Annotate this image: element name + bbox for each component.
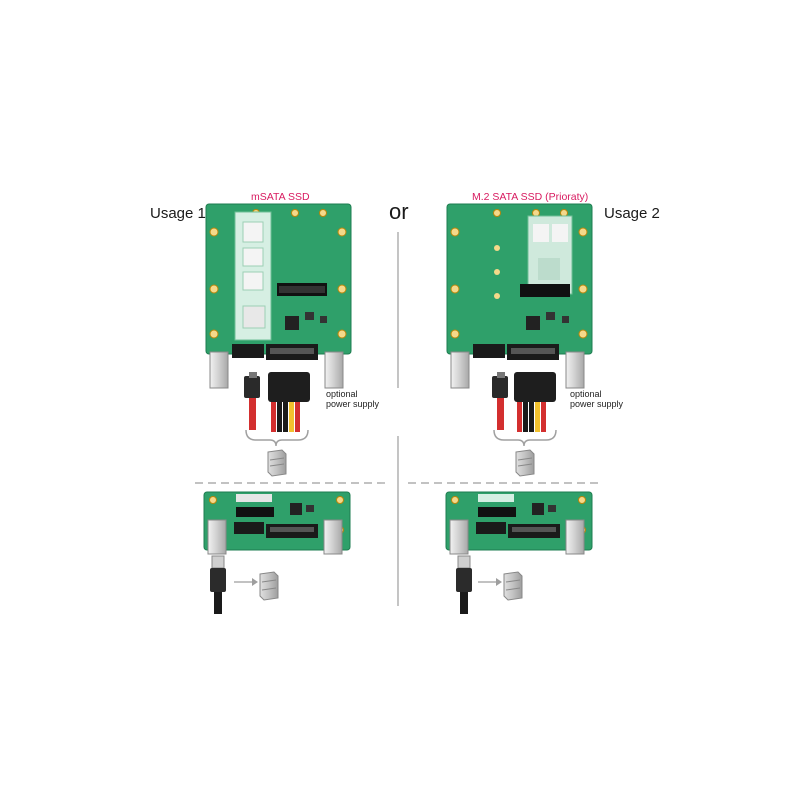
power-label-line1: optional (570, 389, 602, 399)
sata-data-cable-left (244, 372, 260, 430)
optional-power-label-left: optional power supply (326, 389, 379, 409)
arrow-icon-right (478, 578, 502, 586)
hard-drive-icon-left (267, 449, 287, 477)
power-label-line1: optional (326, 389, 358, 399)
adapter-board-m2 (446, 203, 593, 389)
sata-data-cable-right (492, 372, 508, 430)
adapter-board-msata (205, 203, 352, 389)
msata-ssd-label: mSATA SSD (251, 191, 310, 203)
or-label: or (389, 199, 409, 224)
usb-cable-left (210, 555, 226, 614)
hard-drive-icon-right (515, 449, 535, 477)
power-label-line2: power supply (570, 399, 624, 409)
power-cable-left (268, 372, 310, 432)
usage-2-label: Usage 2 (604, 205, 660, 222)
usb-cable-right (456, 555, 472, 614)
adapter-board-bottom-left (203, 491, 351, 555)
usage-1-label: Usage 1 (150, 205, 206, 222)
bracket-right (493, 429, 557, 447)
adapter-board-bottom-right (445, 491, 593, 555)
hard-drive-icon-bottom-right (503, 571, 523, 601)
bracket-left (245, 429, 309, 447)
hard-drive-icon-bottom-left (259, 571, 279, 601)
m2-sata-ssd-label: M.2 SATA SSD (Prioraty) (472, 191, 589, 203)
optional-power-label-right: optional power supply (570, 389, 623, 409)
arrow-icon-left (234, 578, 258, 586)
power-cable-right (514, 372, 556, 432)
power-label-line2: power supply (326, 399, 380, 409)
